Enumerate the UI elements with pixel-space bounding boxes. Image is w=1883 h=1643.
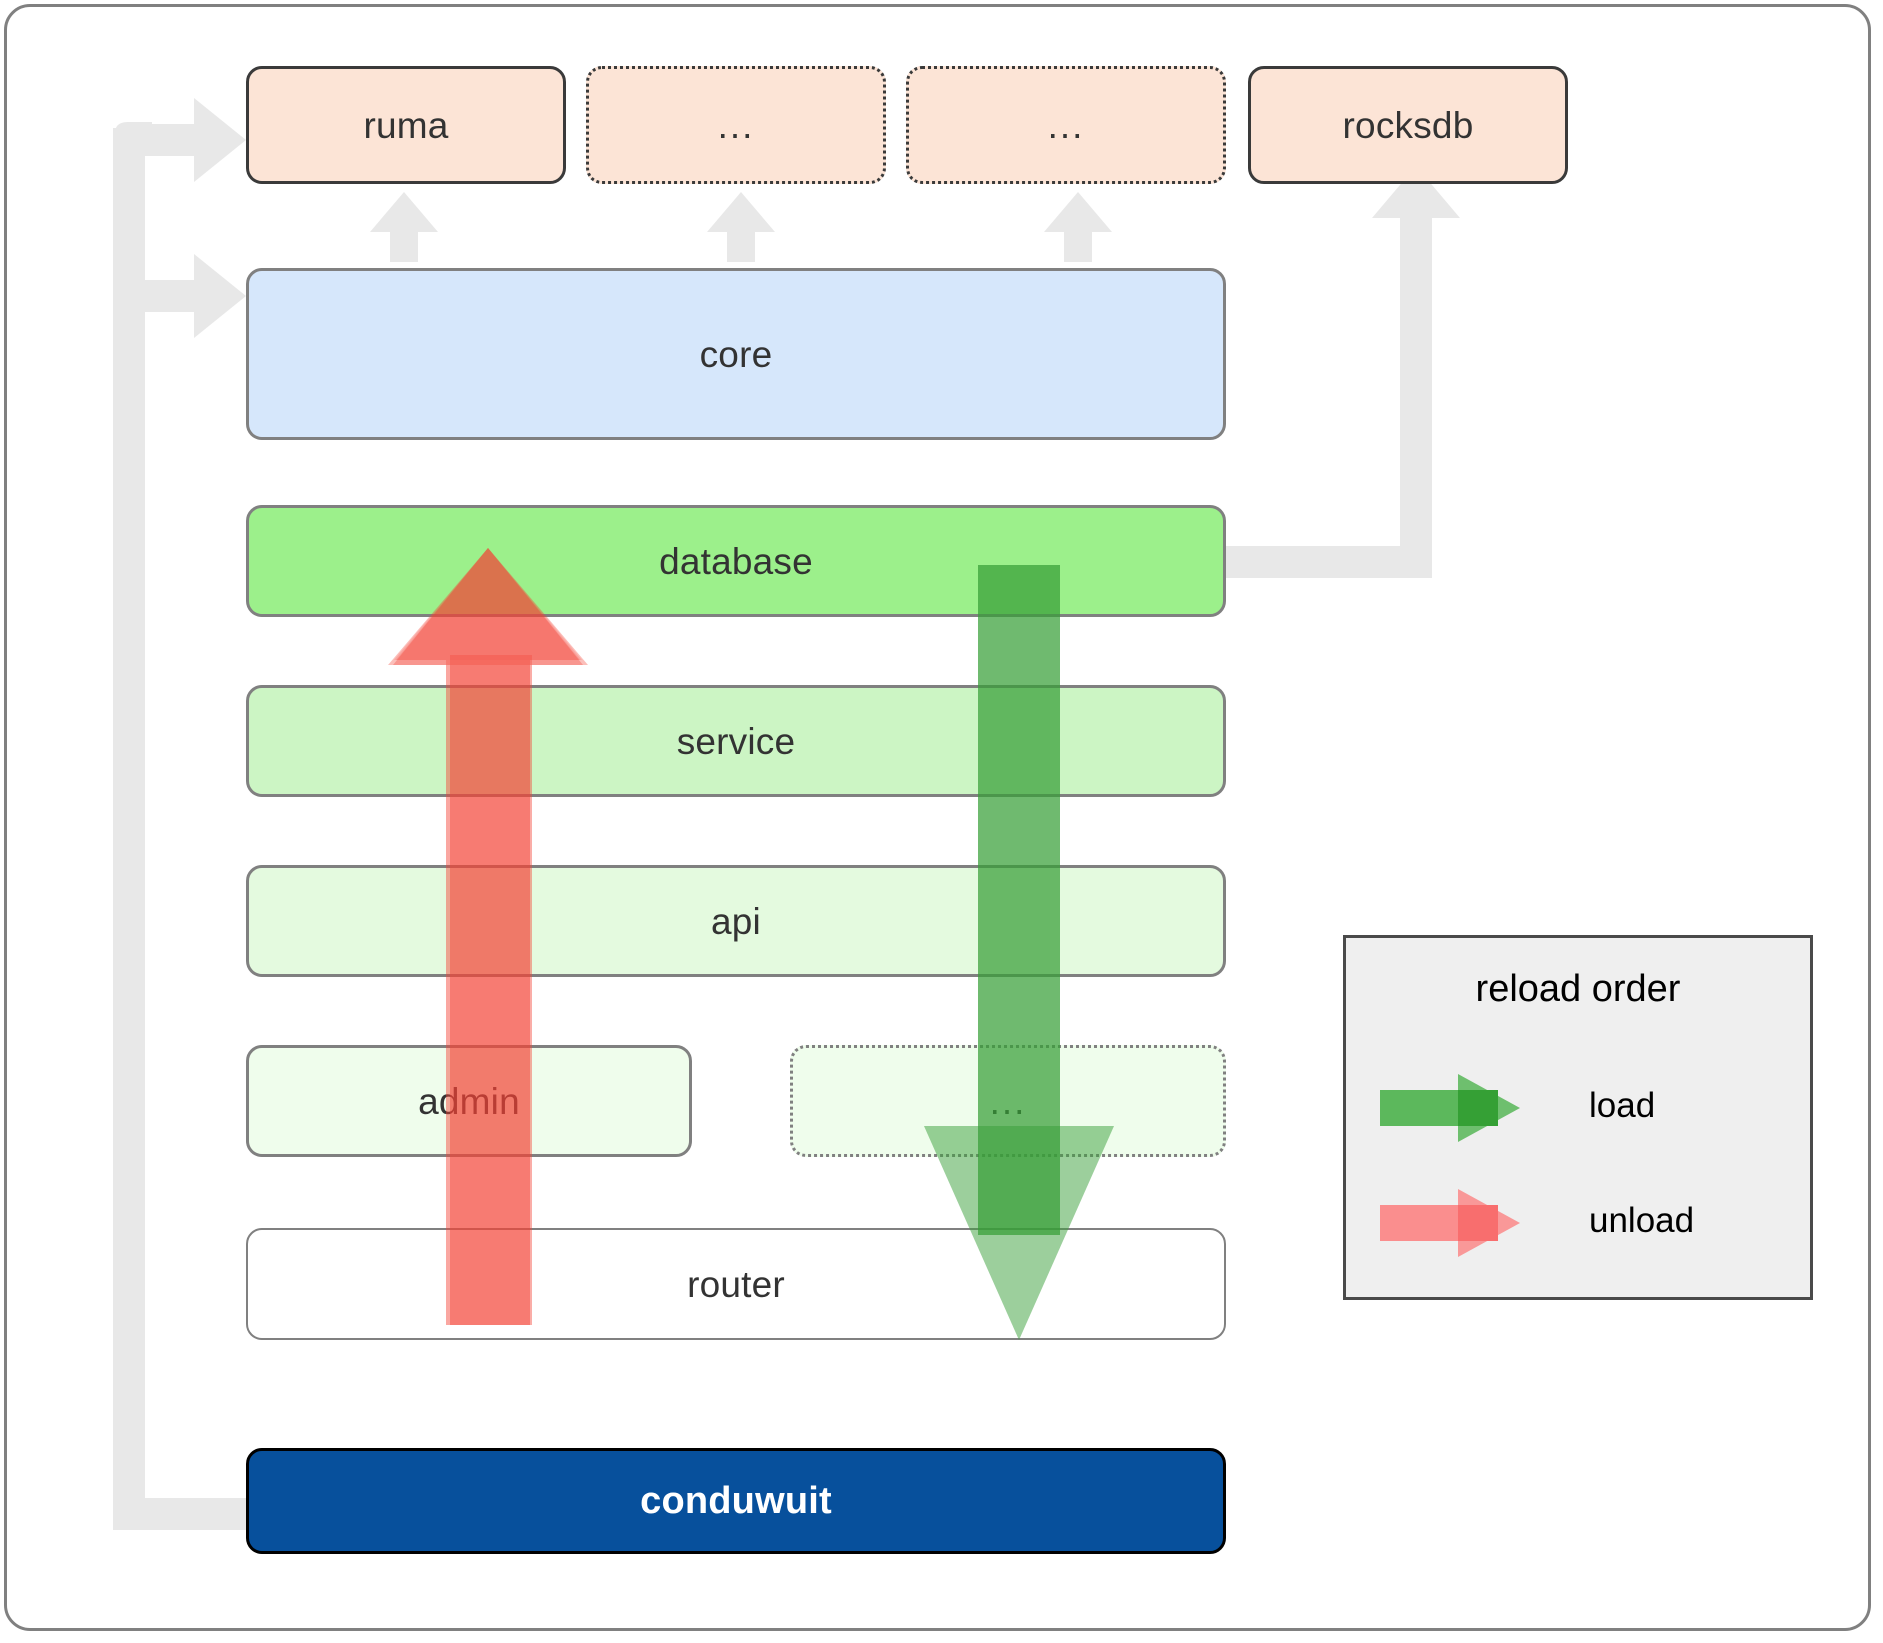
- dependency-box-rocksdb[interactable]: rocksdb: [1248, 66, 1568, 184]
- layer-label-admin: admin: [418, 1080, 520, 1122]
- dependency-box-placeholder-1[interactable]: ...: [586, 66, 886, 184]
- legend-row-unload: unload: [1346, 1183, 1810, 1263]
- layer-label-api: api: [711, 900, 761, 942]
- legend-panel: reload order load unload: [1343, 935, 1813, 1300]
- core-box[interactable]: core: [246, 268, 1226, 440]
- layer-box-router[interactable]: router: [246, 1228, 1226, 1340]
- legend-label-unload: unload: [1589, 1201, 1695, 1240]
- layer-label-service: service: [676, 720, 796, 762]
- app-label-conduwuit: conduwuit: [640, 1480, 832, 1522]
- dependency-label-placeholder-2: ...: [1047, 104, 1085, 146]
- layer-box-admin[interactable]: admin: [246, 1045, 692, 1157]
- unload-arrow-legend-icon: [1380, 1189, 1520, 1257]
- layer-label-database: database: [659, 540, 813, 582]
- layer-box-database[interactable]: database: [246, 505, 1226, 617]
- layer-box-service[interactable]: service: [246, 685, 1226, 797]
- layer-box-placeholder[interactable]: ...: [790, 1045, 1226, 1157]
- dependency-label-placeholder-1: ...: [717, 104, 755, 146]
- app-box-conduwuit[interactable]: conduwuit: [246, 1448, 1226, 1554]
- layer-box-api[interactable]: api: [246, 865, 1226, 977]
- legend-row-load: load: [1346, 1068, 1810, 1148]
- layer-label-placeholder: ...: [989, 1080, 1027, 1122]
- layer-label-router: router: [687, 1263, 785, 1305]
- dependency-box-ruma[interactable]: ruma: [246, 66, 566, 184]
- legend-title: reload order: [1475, 968, 1681, 1010]
- legend-label-load: load: [1589, 1086, 1656, 1125]
- dependency-label-rocksdb: rocksdb: [1342, 104, 1474, 146]
- dependency-box-placeholder-2[interactable]: ...: [906, 66, 1226, 184]
- load-arrow-legend-icon: [1380, 1074, 1520, 1142]
- core-label: core: [699, 333, 773, 375]
- diagram-frame: [4, 4, 1871, 1631]
- dependency-label-ruma: ruma: [363, 104, 449, 146]
